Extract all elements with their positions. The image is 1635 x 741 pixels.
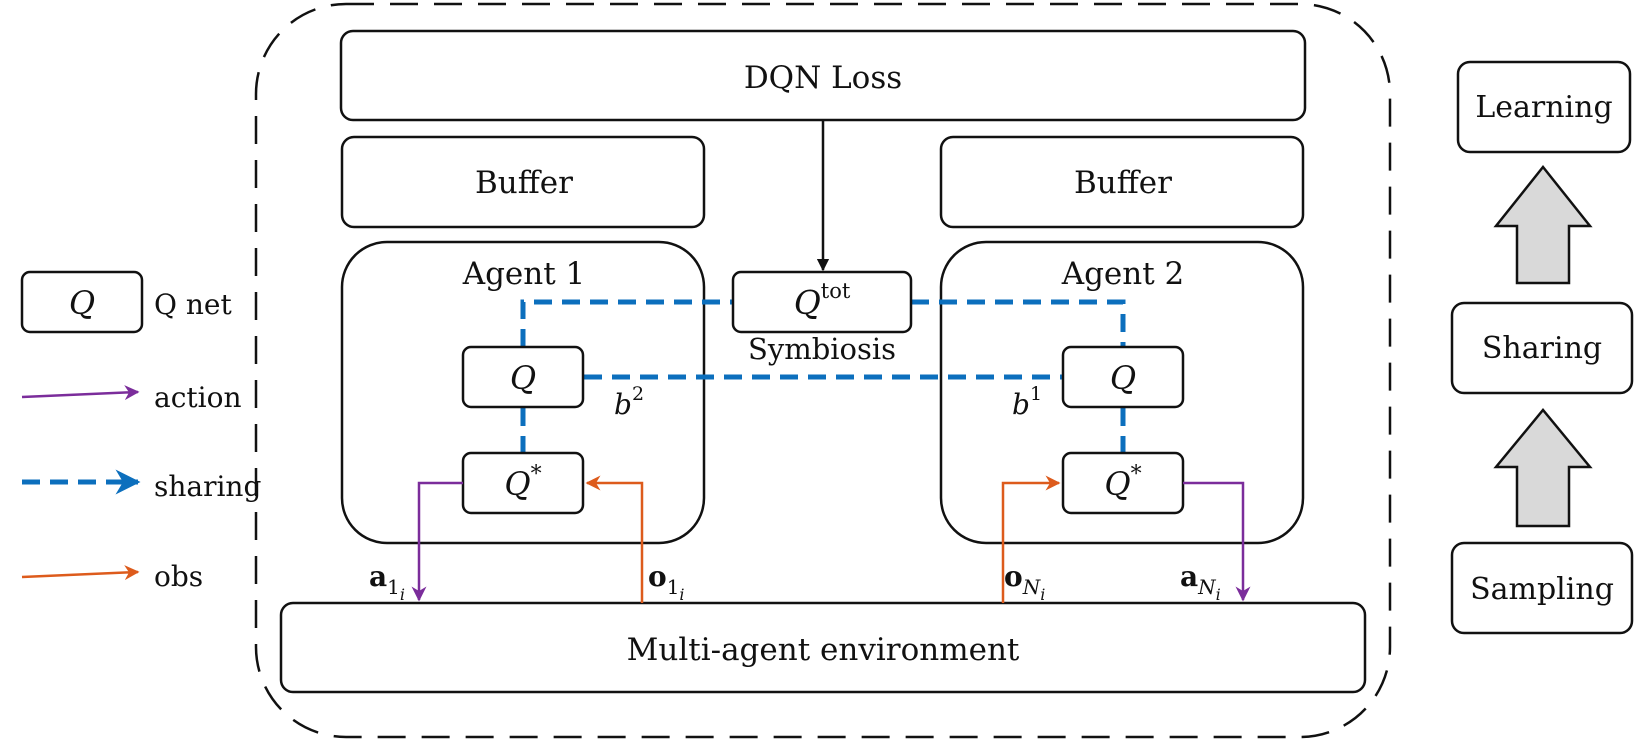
symbiosis-label: Symbiosis: [748, 332, 896, 366]
agent2-qstar-symbol: Q: [1104, 465, 1130, 503]
stage-arrow-up-2: [1493, 408, 1593, 528]
legend-q-box: [20, 270, 144, 334]
o1-label: o1i: [648, 560, 685, 604]
oN-label: oNi: [1004, 560, 1045, 604]
legend-obs-arrow: [21, 565, 140, 581]
agent2-qstar-superscript: *: [1131, 462, 1142, 487]
agent2-qstar-box: Q*: [1061, 451, 1185, 515]
agent2-obs-arrow: [1001, 475, 1061, 603]
svg-text:Q*: Q*: [504, 462, 541, 503]
q-tot-box: Qtot: [731, 270, 913, 334]
b2-label: b2: [614, 383, 644, 421]
environment-label: Multi-agent environment: [627, 632, 1020, 668]
q-tot-symbol: Q: [794, 283, 821, 322]
stage-sampling-label: Sampling: [1470, 572, 1614, 607]
agent1-action-arrow: [411, 481, 463, 602]
svg-text:Qtot: Qtot: [794, 279, 851, 322]
buffer-right-label: Buffer: [1074, 165, 1172, 201]
sharing-link-qtot-agent2: [911, 299, 1126, 347]
legend: Q Q net action sharing obs: [20, 270, 261, 593]
dqn-loss-label: DQN Loss: [744, 60, 902, 96]
agent1-qstar-symbol: Q: [504, 465, 530, 503]
sharing-links: [520, 299, 1126, 453]
legend-q-net-label: Q net: [154, 288, 232, 321]
legend-sharing-label: sharing: [154, 470, 261, 503]
agent1-q-box: Q: [461, 345, 585, 409]
aN-label: aNi: [1180, 560, 1221, 604]
svg-text:Q*: Q*: [1104, 462, 1141, 503]
agent1-qstar-superscript: *: [531, 462, 542, 487]
stage-sharing-box: [1450, 301, 1634, 395]
environment-box: Multi-agent environment: [279, 601, 1367, 694]
sharing-link-agent1-qtot: [520, 299, 733, 347]
buffer-right-box: Buffer: [939, 135, 1305, 229]
stage-learning-label: Learning: [1475, 90, 1612, 125]
agent1-title: Agent 1: [462, 256, 586, 292]
buffer-left-box: Buffer: [340, 135, 706, 229]
stage-sharing-label: Sharing: [1482, 331, 1602, 366]
legend-action-label: action: [154, 381, 241, 414]
agent2-title: Agent 2: [1061, 256, 1185, 292]
stage-sampling-box: [1450, 541, 1634, 635]
legend-obs-label: obs: [154, 560, 203, 593]
legend-action-arrow: [21, 385, 140, 401]
agent1-obs-arrow: [585, 475, 644, 603]
agent2-q-symbol: Q: [1110, 359, 1136, 397]
b1-label: b1: [1012, 383, 1042, 421]
agent2-q-box: Q: [1061, 345, 1185, 409]
buffer-left-label: Buffer: [475, 165, 573, 201]
legend-q-symbol: Q: [69, 284, 95, 322]
agent1-qstar-box: Q*: [461, 451, 585, 515]
agent1-q-symbol: Q: [510, 359, 536, 397]
q-tot-superscript: tot: [821, 279, 851, 303]
a1-label: a1i: [369, 560, 405, 604]
dqn-loss-box: DQN Loss: [339, 29, 1307, 122]
agent2-action-arrow: [1183, 481, 1251, 602]
stage-learning-box: [1456, 60, 1632, 154]
outer-dashed-frame: [254, 2, 1392, 739]
stage-arrow-up-1: [1493, 164, 1593, 285]
stages: Learning Sharing Sampling: [1450, 60, 1634, 635]
